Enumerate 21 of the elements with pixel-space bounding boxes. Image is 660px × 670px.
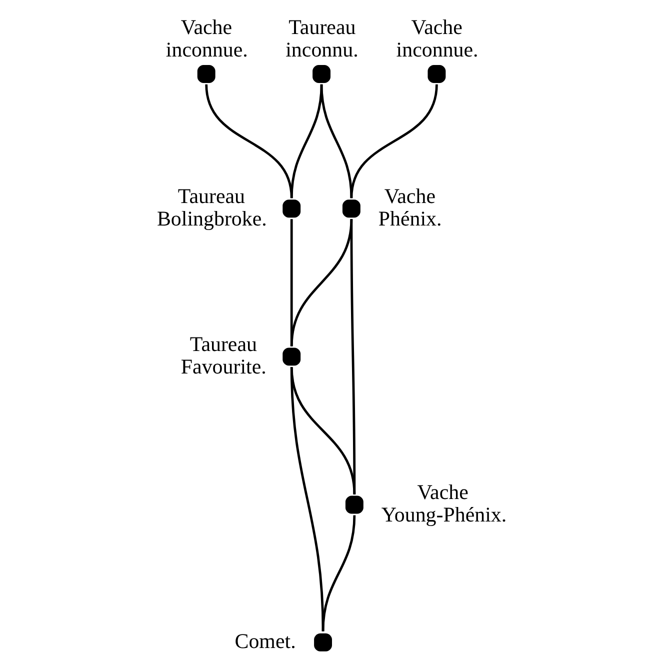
node-label: Comet. [234,628,296,653]
node-label: Vache Phénix. [378,184,442,230]
node-circle [282,348,300,366]
node-circle [282,200,300,218]
connector [290,84,322,198]
node-circle [344,496,363,514]
node-circle [427,65,446,83]
node-label: Vache Young-Phénix. [380,480,506,527]
node-label: Taureau inconnu. [285,14,358,62]
connector [290,218,352,346]
node-label: Taureau Favourite. [180,332,266,378]
node-circle [314,633,332,652]
node-label: Taureau Bolingbroke. [156,184,266,230]
connector [350,84,438,198]
connector [320,84,352,198]
node-label: Vache inconnue. [396,14,478,62]
node-circle [196,65,215,83]
node-label: Vache inconnue. [165,14,248,62]
node-circle [342,200,360,218]
node-circle [312,65,330,83]
connector [321,515,356,632]
